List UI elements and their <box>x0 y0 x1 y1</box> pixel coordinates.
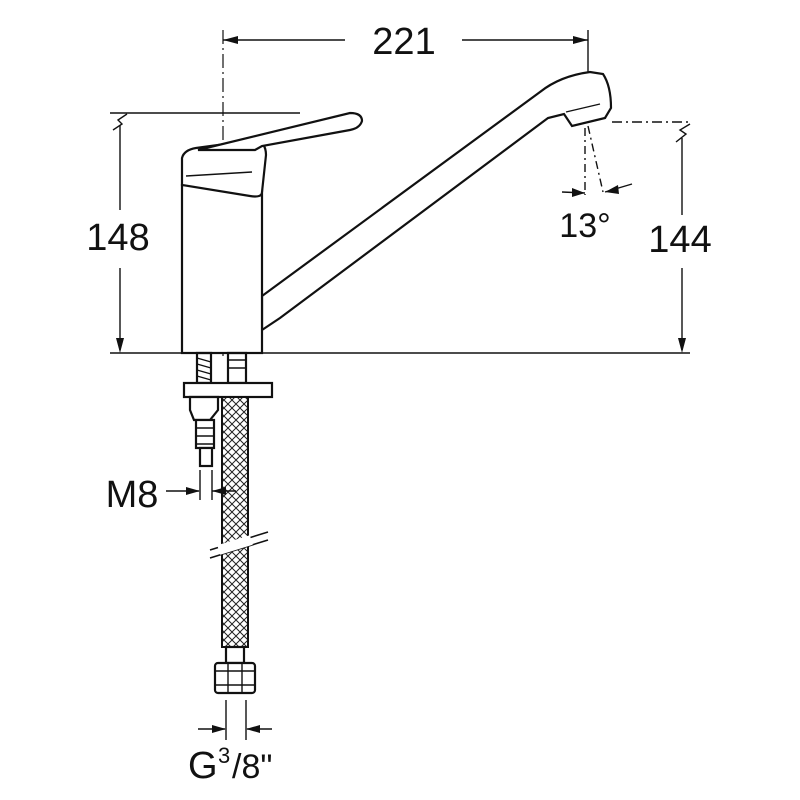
mounting-assembly <box>182 351 274 468</box>
thread-denominator-label: /8" <box>232 748 272 786</box>
body-height-label: 148 <box>86 217 149 259</box>
angle-label: 13° <box>559 207 610 245</box>
thread-numerator-label: 3 <box>218 743 230 768</box>
lever-handle <box>197 111 364 152</box>
spout-height-label: 144 <box>648 219 711 261</box>
width-label: 221 <box>372 21 435 63</box>
thread-g-label: G <box>188 745 218 787</box>
angle-dimension: 13° <box>559 125 633 245</box>
flexible-hose <box>209 396 269 695</box>
hose-thread-dimension: G 3 /8" <box>188 700 272 787</box>
m8-dimension: M8 <box>106 470 236 516</box>
m8-label: M8 <box>106 474 159 516</box>
width-dimension: 221 <box>223 21 589 78</box>
body-height-dimension: 148 <box>86 112 300 353</box>
spout <box>260 70 613 333</box>
faucet-body <box>180 138 268 355</box>
spout-height-dimension: 144 <box>612 121 712 353</box>
